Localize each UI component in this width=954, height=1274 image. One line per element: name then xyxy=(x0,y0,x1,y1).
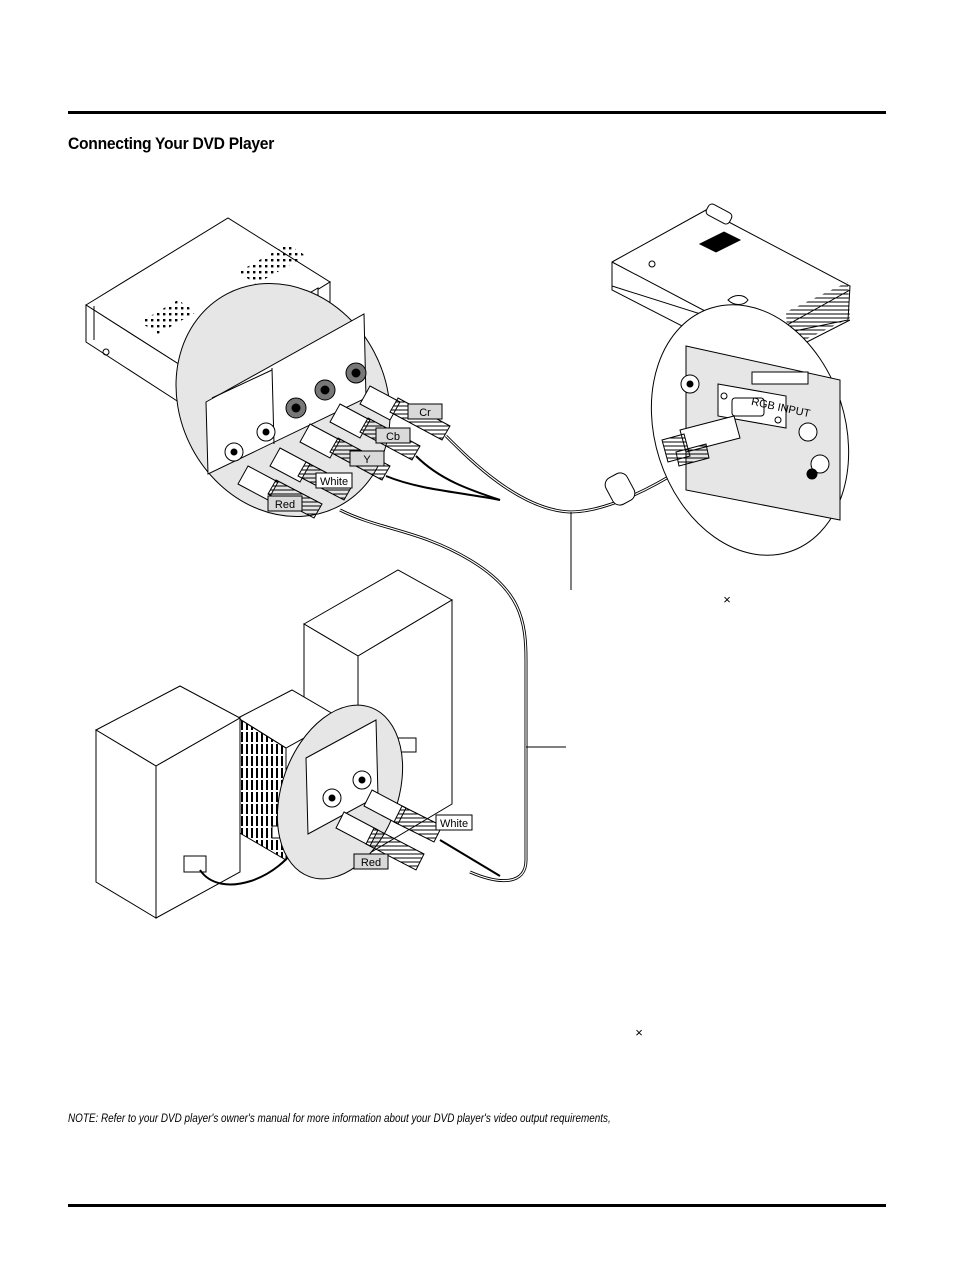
top-rule xyxy=(68,111,886,114)
svg-text:White: White xyxy=(440,818,468,830)
component-cable xyxy=(385,434,681,590)
vga-connector xyxy=(661,415,741,467)
svg-text:Cr: Cr xyxy=(419,407,431,419)
cr-label: Cr xyxy=(407,403,443,420)
svg-text:Red: Red xyxy=(275,499,295,511)
footer-note: NOTE: Refer to your DVD player's owner's… xyxy=(68,1113,611,1125)
speaker-left xyxy=(94,685,301,919)
y-label: Y xyxy=(349,450,385,467)
multiply-mark-2: × xyxy=(635,1025,643,1040)
svg-text:Red: Red xyxy=(361,857,381,869)
section-heading: Connecting Your DVD Player xyxy=(68,134,275,153)
cb-label: Cb xyxy=(375,427,411,444)
speaker-white-label: White xyxy=(435,814,473,831)
speaker-plugs xyxy=(335,789,501,877)
multiply-mark-1: × xyxy=(723,592,731,607)
audio-cable xyxy=(339,508,566,883)
red-label: Red xyxy=(267,495,303,512)
svg-text:Cb: Cb xyxy=(386,431,400,443)
speaker-red-label: Red xyxy=(353,853,389,870)
dvd-output-panel xyxy=(175,283,391,517)
white-label: White xyxy=(315,472,353,489)
svg-text:White: White xyxy=(320,476,348,488)
svg-text:Y: Y xyxy=(363,454,371,466)
bottom-rule xyxy=(68,1204,886,1207)
projector-input-panel xyxy=(650,304,850,556)
